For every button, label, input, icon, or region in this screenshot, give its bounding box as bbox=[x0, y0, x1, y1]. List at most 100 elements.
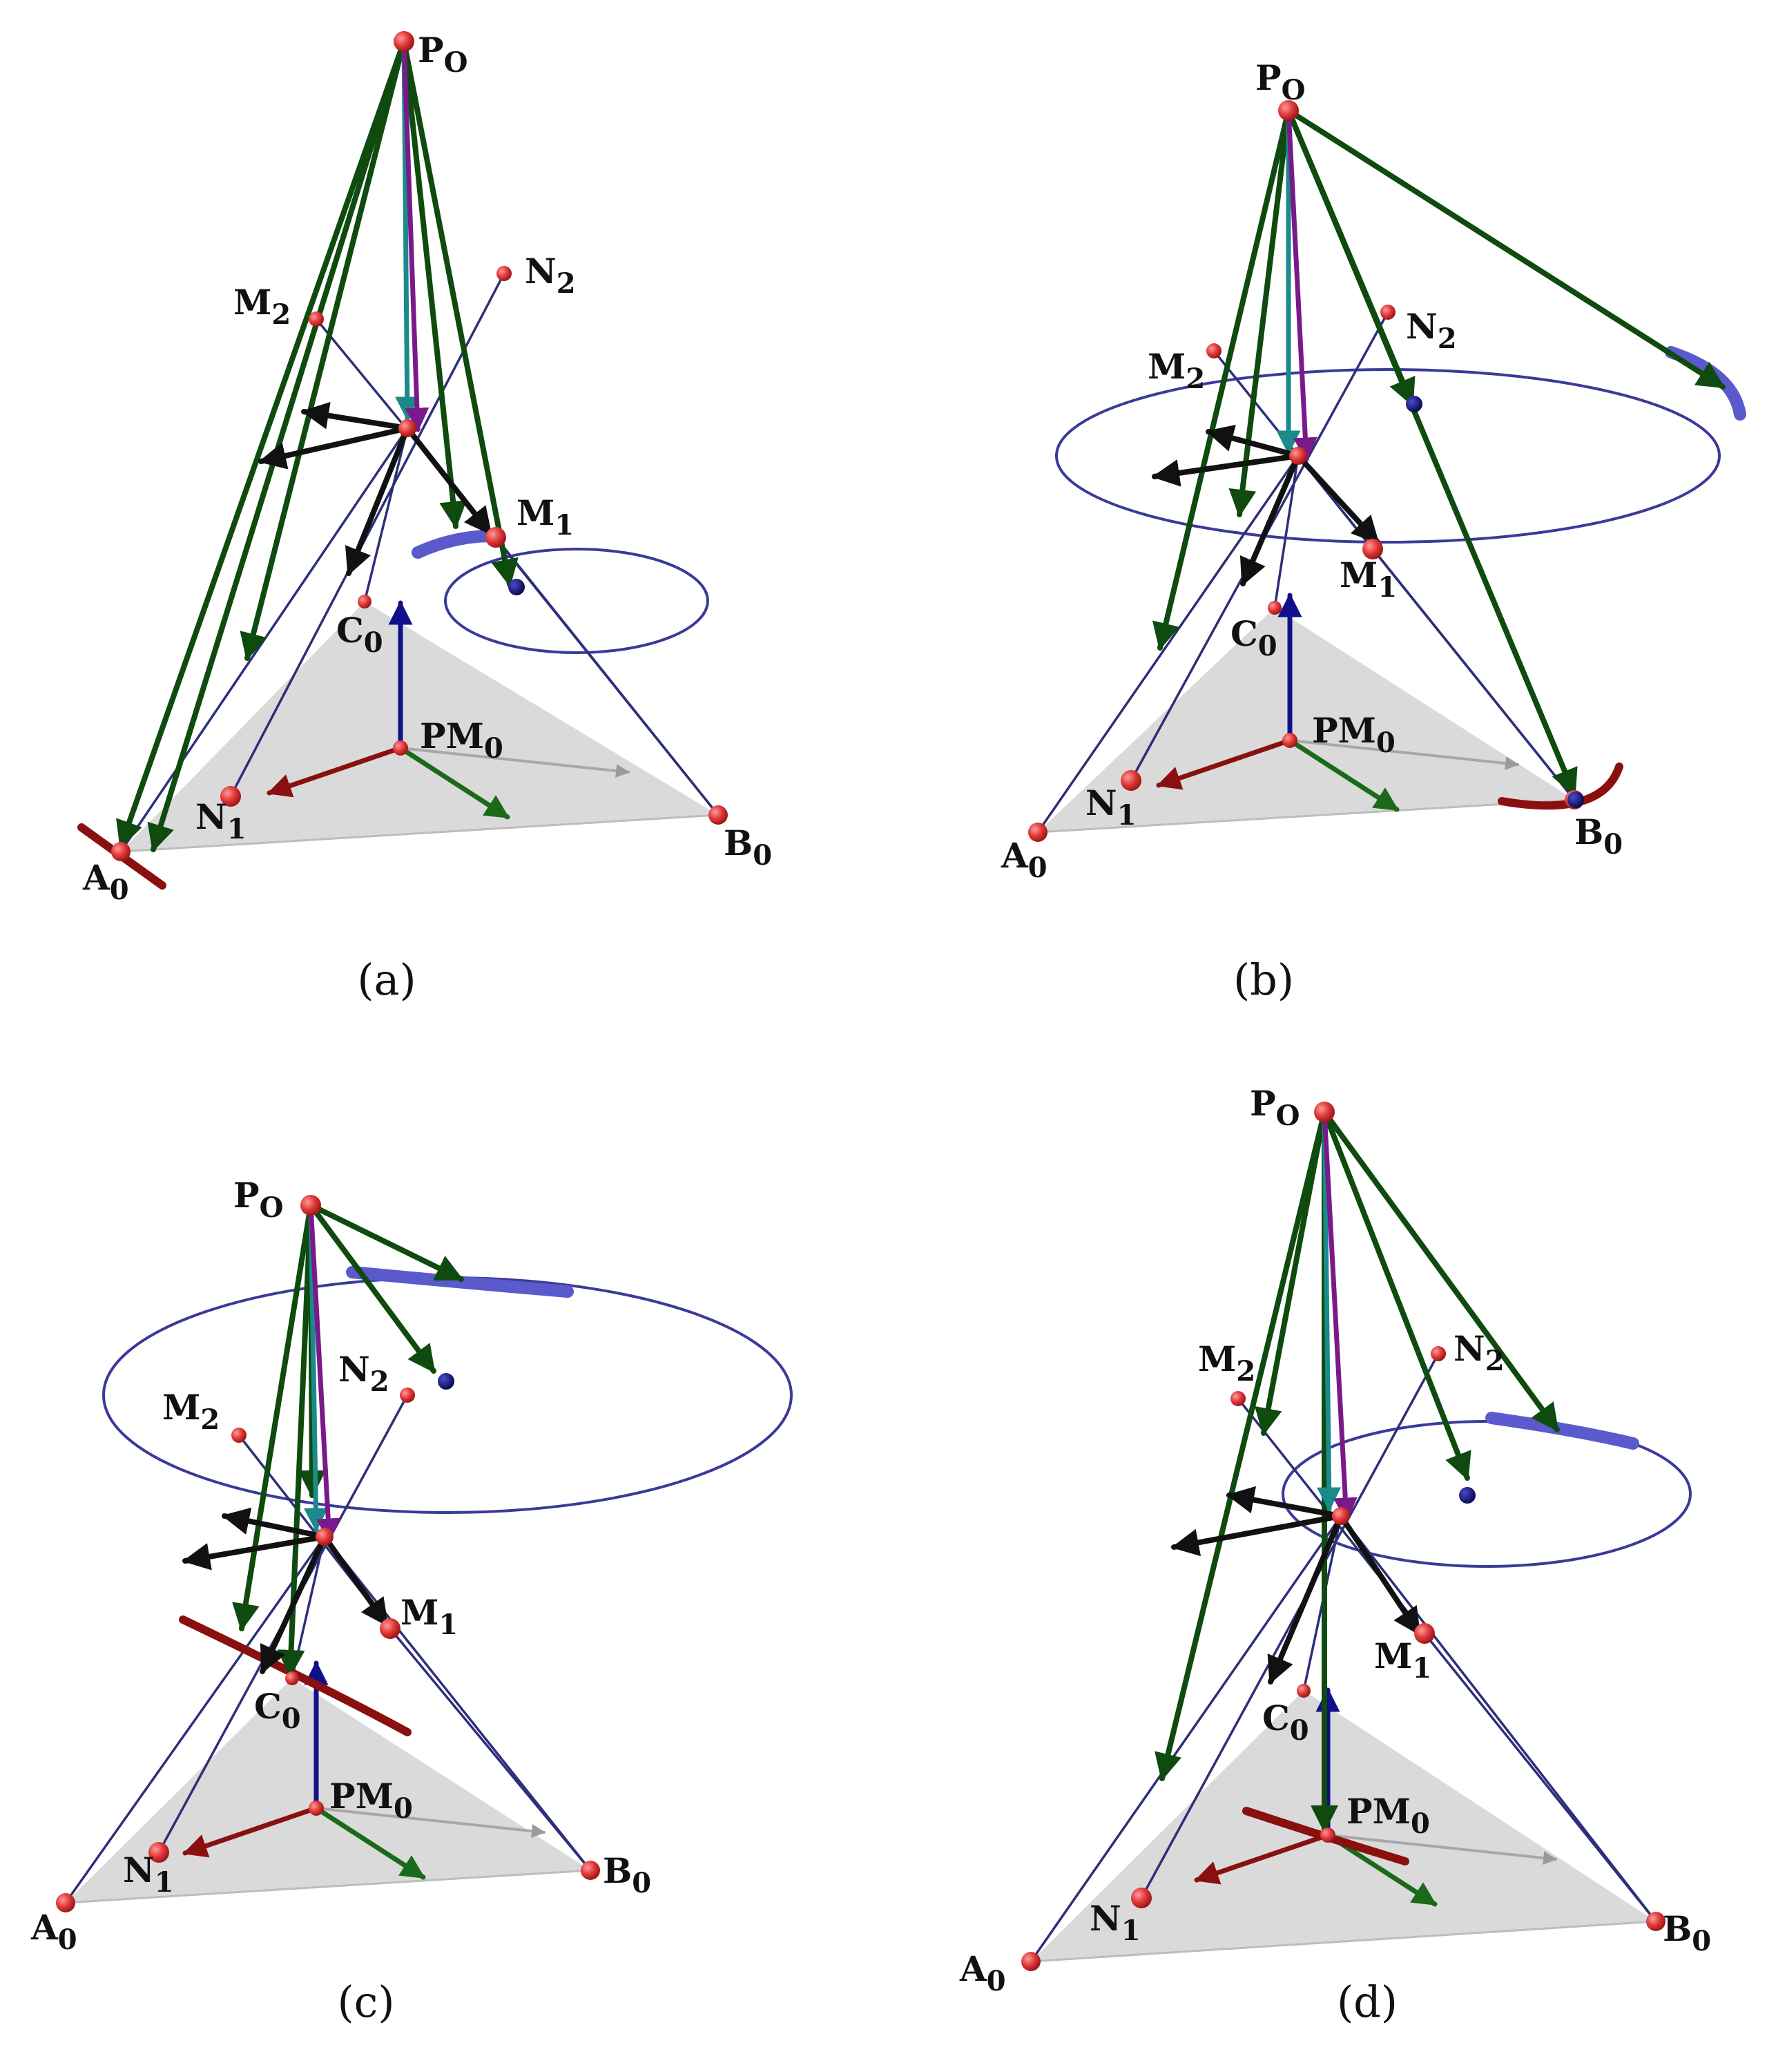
label-pm0-subscript: 0 bbox=[1376, 727, 1396, 759]
leg-c0 bbox=[363, 427, 409, 603]
label-c0-subscript: 0 bbox=[1290, 1714, 1309, 1747]
label-m1: M1 bbox=[1340, 555, 1397, 604]
link-m1-b0 bbox=[1371, 548, 1576, 801]
label-c0: C0 bbox=[1230, 613, 1277, 662]
axis-y-green bbox=[1287, 738, 1400, 812]
moving-platform-joint bbox=[398, 419, 416, 437]
force-vector-purple bbox=[1286, 108, 1317, 462]
label-pm0-main: PM bbox=[1346, 1791, 1411, 1832]
axis-x-red bbox=[1156, 738, 1293, 790]
joint-pm0 bbox=[1320, 1828, 1335, 1843]
joint-m1 bbox=[485, 527, 506, 548]
axis-y-green bbox=[313, 1805, 426, 1880]
axis-x-red bbox=[1194, 1832, 1331, 1885]
label-po: PO bbox=[1255, 57, 1305, 106]
label-a0-main: A bbox=[959, 1948, 987, 1989]
axis-shadow bbox=[1326, 1834, 1557, 1865]
joint-m2 bbox=[1230, 1391, 1246, 1406]
label-n1-subscript: 1 bbox=[1117, 799, 1137, 832]
label-m2-main: M bbox=[162, 1387, 200, 1428]
joint-po bbox=[300, 1195, 321, 1216]
label-n2-subscript: 2 bbox=[557, 267, 576, 300]
force-vector-purple bbox=[308, 1202, 340, 1543]
label-a0-subscript: 0 bbox=[987, 1965, 1006, 1997]
moment-vector-1 bbox=[301, 401, 410, 431]
label-a0: A0 bbox=[30, 1907, 77, 1956]
moment-vector-3 bbox=[322, 1534, 389, 1627]
label-pm0-main: PM bbox=[420, 716, 484, 756]
label-po: PO bbox=[233, 1175, 283, 1224]
link-m1-b0 bbox=[494, 536, 720, 816]
base-edge-ab bbox=[64, 1869, 592, 1904]
base-triangle bbox=[1031, 1691, 1656, 1961]
label-b0-main: B bbox=[1574, 812, 1603, 852]
label-a0-subscript: 0 bbox=[1028, 852, 1047, 884]
panel-caption: (c) bbox=[337, 1977, 394, 2027]
force-vector-1 bbox=[1228, 108, 1291, 517]
label-n1-subscript: 1 bbox=[155, 1866, 174, 1899]
force-vector-purple bbox=[401, 39, 429, 432]
axis-shadow bbox=[399, 747, 630, 778]
panel-caption: (a) bbox=[357, 955, 416, 1005]
joint-c0 bbox=[1268, 601, 1282, 615]
label-n1-main: N bbox=[1085, 783, 1117, 823]
moving-platform-joint bbox=[1289, 447, 1307, 465]
joint-m1 bbox=[380, 1618, 400, 1639]
label-n1: N1 bbox=[195, 796, 247, 845]
workspace-circle bbox=[102, 1276, 793, 1514]
label-a0-main: A bbox=[82, 857, 110, 898]
label-n2: N2 bbox=[1454, 1328, 1505, 1377]
label-m1-subscript: 1 bbox=[554, 509, 574, 541]
force-vector-4 bbox=[1322, 1109, 1560, 1432]
moment-vector-4 bbox=[260, 1534, 327, 1674]
blue-marker-1 bbox=[1406, 396, 1422, 412]
joint-c0 bbox=[285, 1671, 299, 1685]
joint-n2 bbox=[1380, 305, 1396, 320]
label-b0-subscript: 0 bbox=[1692, 1925, 1711, 1957]
leg-a0 bbox=[1030, 1515, 1342, 1963]
label-b0-main: B bbox=[724, 823, 753, 863]
joint-po bbox=[1278, 100, 1299, 121]
label-pm0: PM0 bbox=[1346, 1791, 1430, 1840]
trajectory-blue-arc bbox=[412, 529, 502, 559]
label-b0-subscript: 0 bbox=[753, 839, 772, 872]
force-vector-2 bbox=[1152, 108, 1291, 651]
joint-po bbox=[1314, 1102, 1335, 1122]
label-m2-subscript: 2 bbox=[1236, 1355, 1255, 1388]
force-vector-4 bbox=[1286, 108, 1726, 390]
blue-marker-1 bbox=[438, 1373, 454, 1390]
force-vector-purple bbox=[1322, 1109, 1358, 1522]
blue-marker-2 bbox=[1567, 792, 1584, 808]
label-c0-subscript: 0 bbox=[282, 1702, 301, 1735]
label-c0-main: C bbox=[1230, 613, 1258, 654]
joint-pm0 bbox=[393, 740, 408, 756]
label-n1-main: N bbox=[123, 1850, 155, 1890]
force-vector-5 bbox=[401, 39, 519, 587]
moving-platform-joint bbox=[1332, 1507, 1350, 1525]
label-c0-main: C bbox=[254, 1686, 282, 1727]
joint-m1 bbox=[1362, 539, 1383, 559]
joint-b0 bbox=[1646, 1912, 1665, 1931]
joint-a0 bbox=[1021, 1952, 1041, 1971]
workspace-circle bbox=[1055, 368, 1721, 544]
label-m2: M2 bbox=[1198, 1339, 1255, 1388]
moment-vector-1 bbox=[1206, 425, 1301, 459]
force-vector-4 bbox=[401, 39, 467, 529]
moment-vector-2 bbox=[1171, 1513, 1344, 1557]
moment-vector-2 bbox=[258, 425, 410, 470]
label-pm0: PM0 bbox=[1312, 710, 1396, 759]
joint-a0 bbox=[1028, 823, 1047, 842]
joint-b0 bbox=[581, 1861, 600, 1880]
panel-caption: (d) bbox=[1337, 1977, 1398, 2027]
label-a0-subscript: 0 bbox=[58, 1924, 77, 1956]
label-m2: M2 bbox=[162, 1387, 220, 1436]
label-pm0-subscript: 0 bbox=[1411, 1807, 1430, 1840]
axis-shadow bbox=[315, 1807, 545, 1839]
label-n1: N1 bbox=[1090, 1898, 1141, 1947]
label-a0-main: A bbox=[30, 1907, 59, 1948]
label-po-subscript: O bbox=[260, 1191, 284, 1224]
